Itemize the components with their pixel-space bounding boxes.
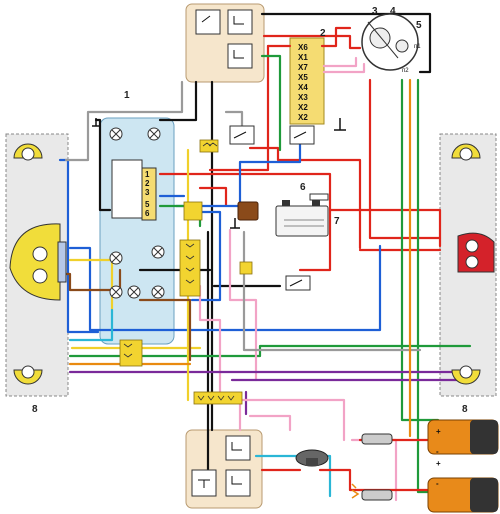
callout-8-right: 8	[462, 404, 468, 415]
callout-4: 4	[390, 6, 396, 17]
coil-plus-bottom: +	[436, 459, 441, 468]
dash-switch-terminals	[141, 167, 157, 221]
ignition-coil-icon	[427, 419, 499, 513]
regulator-icon	[237, 201, 259, 221]
lamp-icon	[13, 143, 43, 385]
pin-label: X2	[298, 103, 308, 112]
coil-minus-top: -	[436, 447, 439, 456]
relay-icon	[195, 9, 253, 69]
connector-bridge	[179, 239, 201, 297]
ground-icon	[334, 118, 346, 131]
dash-pin-label: 5	[145, 200, 150, 209]
callout-7: 7	[334, 216, 340, 227]
ground-icon	[92, 118, 100, 127]
dash-switch-block	[111, 159, 143, 219]
battery-icon	[275, 200, 329, 237]
switch-icon	[229, 125, 315, 145]
pin-label: X7	[298, 63, 308, 72]
ignition-switch-icon	[361, 13, 419, 71]
connector-block	[289, 37, 325, 125]
pin-label: X4	[298, 83, 308, 92]
pin-label: X1	[298, 53, 308, 62]
connector-bridge	[239, 261, 253, 275]
tail-lamp-icon	[457, 232, 495, 273]
coil-minus-bottom: -	[436, 479, 439, 488]
ignition-pin-label: п1	[414, 44, 421, 50]
dash-pin-label: 3	[145, 188, 150, 197]
callout-5: 5	[416, 20, 422, 31]
callout-2: 2	[320, 28, 326, 39]
callout-1: 1	[124, 90, 130, 101]
ignition-pin-label: п2	[402, 68, 409, 74]
pin-label: X5	[298, 73, 308, 82]
lamp-icon	[9, 223, 67, 301]
horn-icon	[295, 449, 329, 467]
switch-icon	[285, 275, 311, 291]
ground-icon	[230, 218, 240, 229]
pin-label: X2	[298, 113, 308, 122]
pin-label: X6	[298, 43, 308, 52]
pin-label: X3	[298, 93, 308, 102]
callout-8-left: 8	[32, 404, 38, 415]
dash-pin-label: 6	[145, 209, 150, 218]
connector-bridge	[193, 391, 243, 405]
coil-plus-top: +	[436, 427, 441, 436]
dash-pin-label: 1	[145, 170, 150, 179]
dash-pin-label: 2	[145, 179, 150, 188]
lamp-icon	[451, 143, 481, 385]
relay-icon	[191, 435, 251, 497]
fuse-icon	[309, 193, 329, 201]
connector-bridge	[183, 201, 203, 221]
callout-3: 3	[372, 6, 378, 17]
connector-bridge	[119, 339, 143, 367]
callout-6: 6	[300, 182, 306, 193]
spark-plug-icon	[351, 433, 393, 501]
